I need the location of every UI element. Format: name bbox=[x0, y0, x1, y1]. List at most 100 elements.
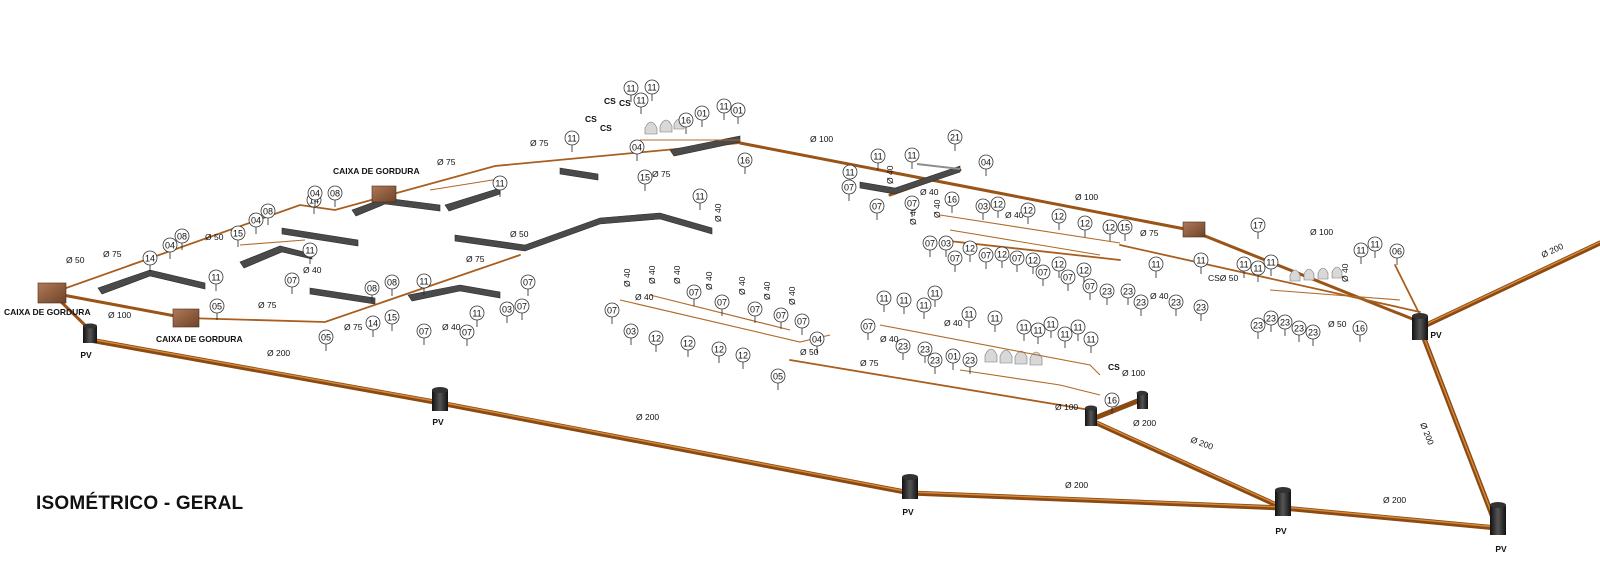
item-bubble: 06 bbox=[1389, 243, 1405, 265]
bubble-circle bbox=[860, 318, 876, 334]
bubble-code: 23 bbox=[930, 356, 940, 366]
bubble-code: 12 bbox=[997, 250, 1007, 260]
dim-label: Ø 100 bbox=[810, 134, 833, 144]
dim-label: Ø 75 bbox=[258, 300, 277, 310]
item-bubble: 07 bbox=[284, 272, 300, 294]
item-bubble: 15 bbox=[1117, 219, 1133, 241]
bubble-code: 23 bbox=[898, 342, 908, 352]
item-bubble: 11 bbox=[1057, 326, 1073, 348]
dim-label: Ø 75 bbox=[344, 322, 363, 332]
dim-label: Ø 40 bbox=[704, 271, 714, 290]
item-bubble: 11 bbox=[469, 305, 485, 327]
bubble-circle bbox=[564, 130, 580, 146]
bubble-code: 11 bbox=[1370, 240, 1379, 250]
bubble-circle bbox=[680, 335, 696, 351]
bubble-circle bbox=[1250, 317, 1266, 333]
bubble-circle bbox=[629, 139, 645, 155]
bubble-circle bbox=[492, 175, 508, 191]
bubble-circle bbox=[365, 315, 381, 331]
bubble-circle bbox=[644, 79, 660, 95]
item-bubble: 16 bbox=[1352, 320, 1368, 342]
item-bubble: 16 bbox=[944, 191, 960, 213]
item-bubble: 23 bbox=[1099, 283, 1115, 305]
bubble-code: 15 bbox=[640, 173, 650, 183]
item-bubble: 23 bbox=[1168, 294, 1184, 316]
bubble-circle bbox=[1076, 262, 1092, 278]
bubble-circle bbox=[459, 324, 475, 340]
bubble-code: 11 bbox=[495, 179, 504, 189]
bubble-code: 14 bbox=[145, 254, 155, 264]
bubble-circle bbox=[987, 310, 1003, 326]
bubble-circle bbox=[416, 273, 432, 289]
bubble-code: 23 bbox=[1280, 318, 1290, 328]
bubble-circle bbox=[318, 329, 334, 345]
bubble-code: 07 bbox=[689, 288, 699, 298]
dim-label: Ø 75 bbox=[437, 157, 456, 167]
bubble-code: 11 bbox=[719, 102, 728, 112]
bubble-code: 08 bbox=[367, 284, 377, 294]
bubble-code: 11 bbox=[1046, 320, 1055, 330]
bubble-code: 07 bbox=[1038, 268, 1048, 278]
bubble-circle bbox=[978, 154, 994, 170]
bubble-code: 11 bbox=[1266, 258, 1275, 268]
bubble-code: 07 bbox=[462, 328, 472, 338]
item-bubble: 12 bbox=[1051, 256, 1067, 278]
pv-6: PV bbox=[1412, 313, 1442, 340]
bubble-code: 03 bbox=[502, 305, 512, 315]
bubble-circle bbox=[1102, 219, 1118, 235]
bubble-code: 15 bbox=[233, 229, 243, 239]
item-bubble: 23 bbox=[1291, 320, 1307, 342]
bubble-circle bbox=[922, 235, 938, 251]
bubble-circle bbox=[1025, 252, 1041, 268]
bubble-code: 07 bbox=[1063, 273, 1073, 283]
item-bubble: 07 bbox=[869, 198, 885, 220]
bubble-circle bbox=[1389, 243, 1405, 259]
bubble-circle bbox=[1083, 331, 1099, 347]
bubble-circle bbox=[1030, 322, 1046, 338]
item-bubble: 12 bbox=[1025, 252, 1041, 274]
item-bubble: 15 bbox=[384, 309, 400, 331]
bubble-circle bbox=[384, 274, 400, 290]
item-bubble: 07 bbox=[904, 195, 920, 217]
item-bubble: 07 bbox=[773, 307, 789, 329]
bubble-code: 16 bbox=[1355, 324, 1365, 334]
bubble-circle bbox=[714, 294, 730, 310]
bubble-code: 23 bbox=[1294, 324, 1304, 334]
grease-box-mid: CAIXA DE GORDURA bbox=[156, 308, 243, 344]
bubble-code: 16 bbox=[681, 116, 691, 126]
bubble-circle bbox=[947, 129, 963, 145]
item-bubble: 11 bbox=[1030, 322, 1046, 344]
item-bubble: 05 bbox=[209, 298, 225, 320]
bubble-code: 23 bbox=[920, 345, 930, 355]
bubble-code: 07 bbox=[523, 278, 533, 288]
bubble-code: 11 bbox=[1196, 256, 1205, 266]
item-bubble: 11 bbox=[1193, 252, 1209, 274]
bubble-circle bbox=[994, 246, 1010, 262]
bubble-circle bbox=[1082, 278, 1098, 294]
dim-label: Ø 40 bbox=[908, 206, 918, 225]
item-bubble: 12 bbox=[680, 335, 696, 357]
bubble-code: 12 bbox=[1028, 256, 1038, 266]
bubble-code: 11 bbox=[1060, 330, 1069, 340]
bubble-circle bbox=[938, 235, 954, 251]
bubble-code: 07 bbox=[776, 311, 786, 321]
cs-label: CS bbox=[585, 114, 597, 124]
dim-label: Ø 100 bbox=[1055, 402, 1078, 412]
item-bubble: 07 bbox=[841, 179, 857, 201]
bubble-code: 11 bbox=[1151, 260, 1160, 270]
bubble-code: 05 bbox=[321, 333, 331, 343]
bubble-circle bbox=[637, 169, 653, 185]
bubble-circle bbox=[520, 274, 536, 290]
dim-label: Ø 40 bbox=[762, 281, 772, 300]
bubble-code: 16 bbox=[740, 156, 750, 166]
bubble-circle bbox=[514, 298, 530, 314]
dim-label: Ø 40 bbox=[880, 334, 899, 344]
bubble-code: 11 bbox=[899, 296, 908, 306]
dim-label: Ø 40 bbox=[672, 265, 682, 284]
item-bubble: 05 bbox=[318, 329, 334, 351]
pv-2-label: PV bbox=[432, 417, 444, 427]
item-bubble: 11 bbox=[1263, 254, 1279, 276]
bubble-circle bbox=[284, 272, 300, 288]
bubble-code: 11 bbox=[1253, 264, 1262, 274]
